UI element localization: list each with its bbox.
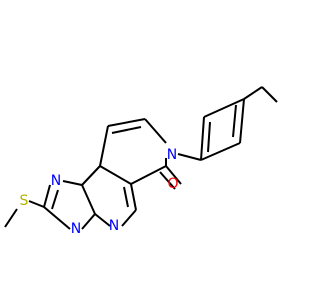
bond-triazole-3 [43,206,71,230]
bond-pyrimidine-2 [130,183,137,211]
methylthio-group [4,200,45,228]
bond-carbonyl-1 [165,165,182,185]
bond-triazole-4 [81,213,96,230]
bond-triazole-inner [51,189,59,210]
pyridinone-ring [99,118,167,185]
pyrimidine-ring [81,165,137,227]
ethyl-group [243,86,278,103]
bond-phenyl-inner-2 [207,121,211,153]
bond-pyrimidine-5 [81,184,96,215]
atom-n-pyrimidine: N [109,218,119,234]
bond-pyrimidine-4 [94,213,111,227]
bond-triazole-2 [43,184,51,208]
bond-pyrimidine-1 [81,165,101,186]
bond-pyridinone-2 [107,118,146,127]
bond-pyridinone-3 [99,125,109,167]
atom-o-carbonyl: O [167,176,178,192]
triazole-ring [43,180,96,230]
bond-ethyl-ch3-ch2 [261,86,278,103]
carbonyl-bond [159,165,182,190]
bond-phenyl-inner-1 [232,104,237,138]
molecule-structure-diagram: N O N N N S [4,86,278,237]
atom-n-triazole-top: N [51,173,61,189]
atom-n-pyridinone: N [167,147,177,163]
bond-triazole-1 [62,180,83,186]
atom-s-thioether: S [20,193,29,209]
bond-phenyl-1 [239,98,245,144]
bond-pyrimidine-inner [123,186,129,208]
bond-carbonyl-2 [159,171,176,190]
bond-phenyl-2 [200,142,241,161]
ethylphenyl-ring [200,98,245,161]
bond-pyrimidine-3 [121,209,137,227]
bond-pyridinone-1 [144,118,167,144]
atom-n-triazole-bottom: N [71,221,81,237]
bond-ethyl-ch2-ring [243,86,263,100]
bond-s-to-methyl [4,208,18,228]
bond-pyridinone-5 [130,165,167,185]
bond-phenyl-3 [200,116,205,161]
bond-pyridinone-inner [111,126,142,134]
bond-phenyl-to-n [177,153,202,161]
bond-phenyl-4 [203,98,245,118]
atom-labels: N O N N N S [20,147,179,237]
bond-ring-to-s [28,200,45,208]
bond-pyridinone-4 [99,165,132,185]
